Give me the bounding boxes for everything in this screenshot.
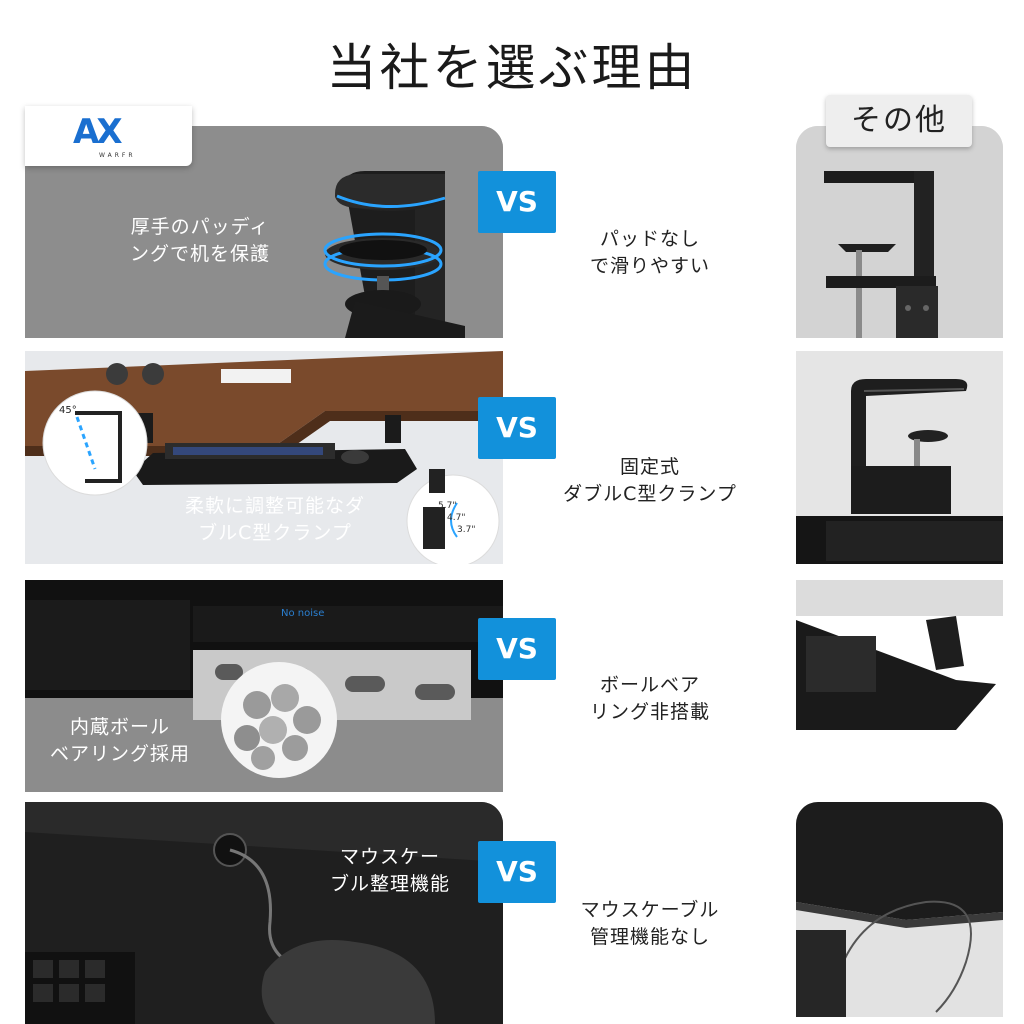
- row2-right-text: 固定式 ダブルC型クランプ: [563, 456, 737, 505]
- vs-badge: VS: [478, 397, 556, 459]
- right-panel-no-cable: [796, 802, 1003, 1017]
- no-noise-label: No noise: [281, 608, 325, 619]
- right-panel-clamp-nopad: [796, 126, 1003, 338]
- vs-badge: VS: [478, 171, 556, 233]
- vs-badge: VS: [478, 841, 556, 903]
- logo-mark: AX: [73, 112, 123, 152]
- brand-logo: AX WARFR: [25, 106, 192, 166]
- desk-tray-illustration: [25, 351, 503, 564]
- ball-bearing-illustration: [25, 580, 503, 792]
- row1-left-text: 厚手のパッディ ングで机を保護: [129, 216, 270, 265]
- right-panel-no-bearing: [796, 580, 1003, 742]
- page-title: 当社を選ぶ理由: [326, 39, 698, 97]
- logo-subtext: WARFR: [99, 152, 136, 159]
- vs-badge: VS: [478, 618, 556, 680]
- mouse-cable-illustration: [25, 802, 503, 1024]
- dim-label-2: 4.7": [447, 513, 466, 523]
- row2-left-text: 柔軟に調整可能なダ ブルC型クランプ: [184, 495, 365, 544]
- fixed-clamp-illustration: [796, 351, 1003, 564]
- right-panel-fixed-clamp: [796, 351, 1003, 564]
- no-bearing-illustration: [796, 580, 1003, 742]
- row3-right-text: ボールベア リング非搭載: [589, 674, 710, 723]
- dim-label-1: 5.7": [438, 501, 457, 511]
- left-panel-cable: マウスケー ブル整理機能: [25, 802, 503, 1024]
- row1-right-text: パッドなし で滑りやすい: [589, 228, 710, 277]
- no-cable-illustration: [796, 802, 1003, 1017]
- clamp-nopad-illustration: [796, 126, 1003, 338]
- left-panel-bearing: No noise 内蔵ボール ベアリング採用: [25, 580, 503, 792]
- row4-right-text: マウスケーブル 管理機能なし: [580, 899, 720, 948]
- left-panel-padding: 厚手のパッディ ングで机を保護: [25, 126, 503, 338]
- angle-label: 45°: [59, 405, 77, 416]
- other-label: その他: [826, 95, 972, 147]
- dim-label-3: 3.7": [457, 525, 476, 535]
- row3-left-text: 内蔵ボール ベアリング採用: [49, 716, 190, 765]
- row4-left-text: マウスケー ブル整理機能: [329, 846, 450, 895]
- left-panel-clamp: 45° 5.7" 4.7" 3.7" 柔軟に調整可能なダ ブルC型クランプ: [25, 351, 503, 564]
